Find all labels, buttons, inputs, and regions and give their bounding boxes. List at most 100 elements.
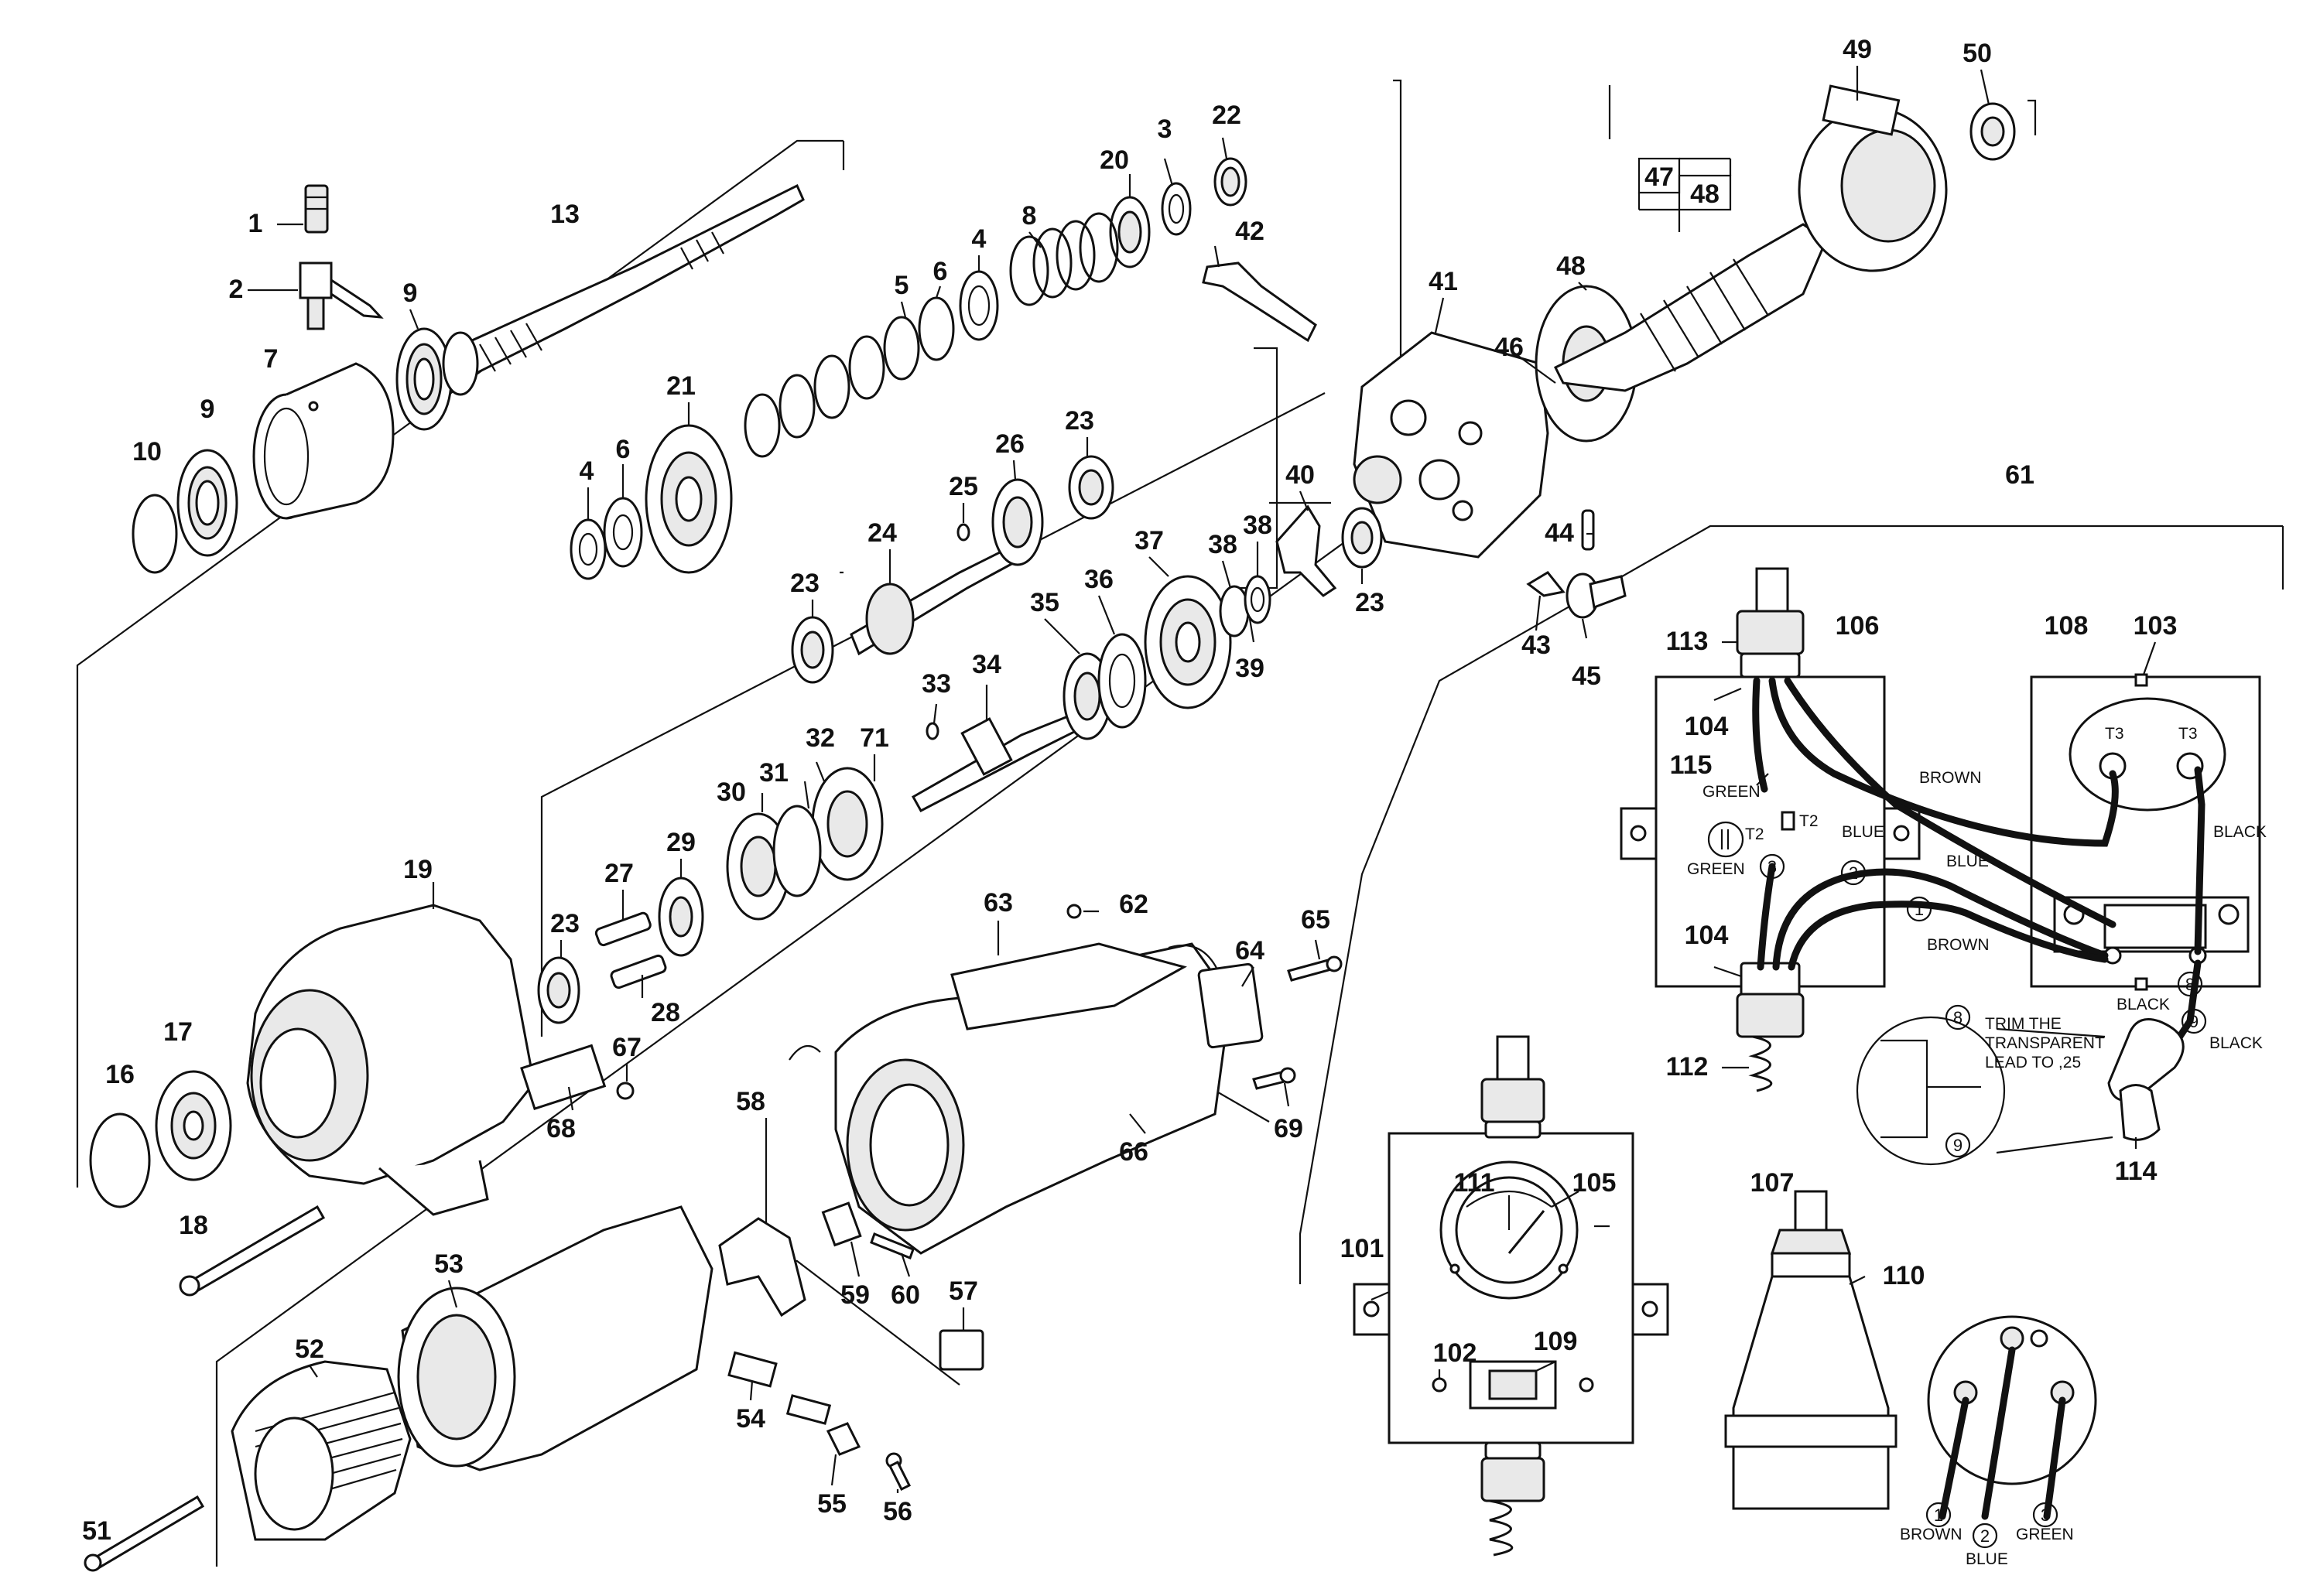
wire-label: BLACK [2209, 1034, 2263, 1052]
part-label: 48 [1556, 251, 1586, 281]
part-label: 56 [883, 1497, 912, 1526]
wire-green [1752, 677, 1768, 793]
cable-meter-top [1496, 1035, 1530, 1081]
part-label: 112 [1666, 1052, 1709, 1082]
part-label: 1 [248, 209, 263, 238]
part-label: 59 [840, 1280, 870, 1310]
part-label: 101 [1340, 1234, 1384, 1263]
collar-body [286, 362, 395, 520]
armature-47 [1553, 223, 1828, 392]
spindle-assembly [132, 183, 805, 574]
switch-58 [718, 1217, 806, 1317]
wire-label: BLUE [1842, 823, 1884, 841]
retaining-ring [132, 494, 178, 574]
part-label: 5 [895, 271, 909, 300]
part-label: 28 [651, 998, 680, 1027]
part-label: 52 [295, 1335, 324, 1364]
part-label: 105 [1572, 1168, 1617, 1198]
part-label: 65 [1301, 905, 1330, 935]
washer-43 [1526, 571, 1566, 597]
wire-label: T3 [2178, 725, 2198, 743]
part-label: 22 [1212, 101, 1241, 130]
washer-38-b [1244, 575, 1271, 624]
part-label: 9 [403, 279, 418, 308]
part-label: 33 [922, 669, 951, 699]
note-line: TRANSPARENT [1985, 1034, 2105, 1052]
part-label: 111 [1454, 1168, 1495, 1198]
part-label: 25 [949, 472, 978, 501]
part-label: 41 [1429, 267, 1458, 296]
note-line: TRIM THE [1985, 1015, 2062, 1033]
wire-label: T2 [1799, 812, 1819, 830]
part-label: 16 [105, 1060, 135, 1089]
part-label: 62 [1119, 890, 1148, 919]
capacitor-114 [2107, 1018, 2185, 1102]
part-label: 64 [1235, 936, 1264, 965]
part-label: 23 [550, 909, 580, 938]
part-label: 48 [1690, 179, 1720, 209]
part-label: 35 [1030, 588, 1059, 617]
gear-housing [89, 904, 635, 1297]
part-label: 4 [580, 456, 594, 486]
part-label: 58 [736, 1087, 765, 1116]
part-label: 9 [200, 395, 215, 424]
motor-cover [1202, 261, 1627, 619]
part-label: 107 [1750, 1168, 1795, 1198]
wire-label: BLUE [1966, 1550, 2008, 1568]
trim-note: TRIM THE TRANSPARENT LEAD TO ,25 [1985, 1015, 2105, 1071]
cover-63 [950, 942, 1187, 1030]
retaining-ring-16 [89, 1112, 151, 1208]
part-label: 4 [972, 224, 987, 254]
circled-numbers: 3 2 1 8 9 8 9 1 2 3 [1759, 853, 2207, 1549]
part-label: 106 [1836, 611, 1880, 641]
strain-relief-113 [1736, 610, 1805, 655]
gearbox-top-parts [570, 157, 1247, 580]
part-label: 114 [2115, 1157, 2158, 1186]
part-label: 71 [860, 723, 889, 753]
part-label: 55 [817, 1489, 847, 1519]
wire-label: BLUE [1946, 853, 1989, 870]
panel-64 [1197, 962, 1264, 1049]
part-label: 50 [1963, 39, 1992, 68]
nameplate-68 [520, 1044, 607, 1111]
part-label: 115 [1670, 750, 1713, 780]
part-label: 21 [666, 371, 696, 401]
part-label: 49 [1843, 35, 1872, 64]
bracket-40 [1275, 504, 1337, 597]
plug-body-110 [1732, 1275, 1890, 1510]
part-labels: 1 2 3 4 4 5 6 6 7 8 9 9 10 13 16 17 18 1… [82, 35, 2177, 1546]
washer-4b [570, 518, 607, 580]
part-label: 103 [2134, 611, 2178, 641]
water-valve-part [299, 261, 333, 299]
wire-green-down [1757, 863, 1776, 971]
washer-4 [959, 270, 999, 341]
part-label: 53 [434, 1249, 464, 1279]
wire-label: BROWN [1919, 769, 1982, 787]
part-label: 46 [1494, 333, 1524, 362]
wire-label: GREEN [2016, 1526, 2074, 1543]
circled-number: 1 [1934, 1505, 1943, 1525]
part-label: 26 [995, 429, 1025, 459]
part-label: 104 [1685, 712, 1729, 741]
wire-label: GREEN [1702, 783, 1761, 801]
part-label: 39 [1235, 654, 1264, 683]
gear-housing-41 [1353, 331, 1549, 559]
part-label: 6 [616, 435, 631, 464]
part-label: 43 [1521, 631, 1551, 660]
part-label: 67 [612, 1033, 642, 1062]
brush-54 [727, 1351, 778, 1388]
detail-circle [1856, 1016, 2006, 1166]
wire-labels: BROWN BLUE BLUE BROWN BLACK BLACK BLACK … [1687, 725, 2267, 1568]
part-label: 7 [264, 344, 279, 374]
part-label: 36 [1084, 565, 1114, 594]
part-label: 44 [1545, 518, 1574, 548]
circled-number: 9 [1953, 1136, 1963, 1155]
wire-label: BROWN [1900, 1526, 1963, 1543]
part-label: 38 [1243, 511, 1272, 540]
ground-symbol [1707, 821, 1744, 858]
washer-6 [603, 497, 643, 568]
part-label: 13 [550, 200, 580, 229]
junction-box-106 [1655, 675, 1886, 988]
part-label: 17 [163, 1017, 193, 1047]
